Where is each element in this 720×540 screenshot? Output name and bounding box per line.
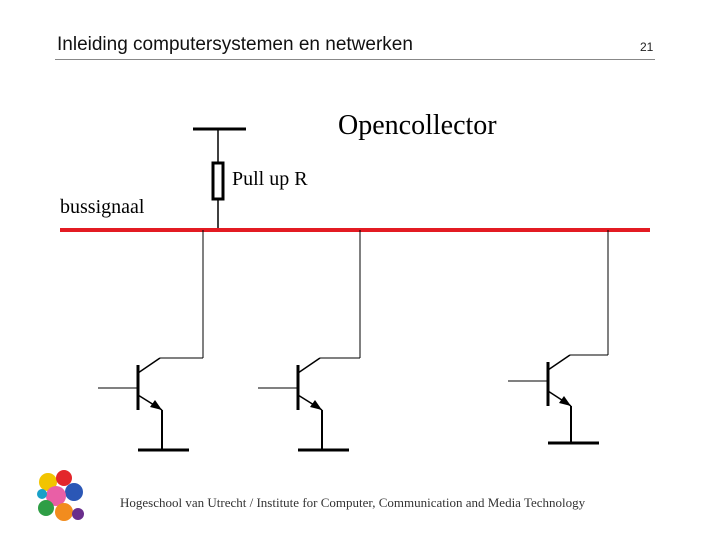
header-title: Inleiding computersystemen en netwerken bbox=[57, 34, 413, 55]
transistor-3 bbox=[508, 230, 609, 445]
institute-logo bbox=[37, 470, 84, 521]
page-number: 21 bbox=[640, 40, 654, 54]
pullup-resistor bbox=[211, 161, 225, 201]
footer-credit: Hogeschool van Utrecht / Institute for C… bbox=[120, 495, 586, 510]
slide-title: Opencollector bbox=[338, 110, 497, 141]
pullup-resistor-label: Pull up R bbox=[232, 168, 308, 190]
transistor-2 bbox=[258, 230, 361, 452]
transistor-1 bbox=[98, 230, 204, 452]
bus-signal-label: bussignaal bbox=[60, 196, 145, 218]
header-divider bbox=[55, 59, 655, 60]
